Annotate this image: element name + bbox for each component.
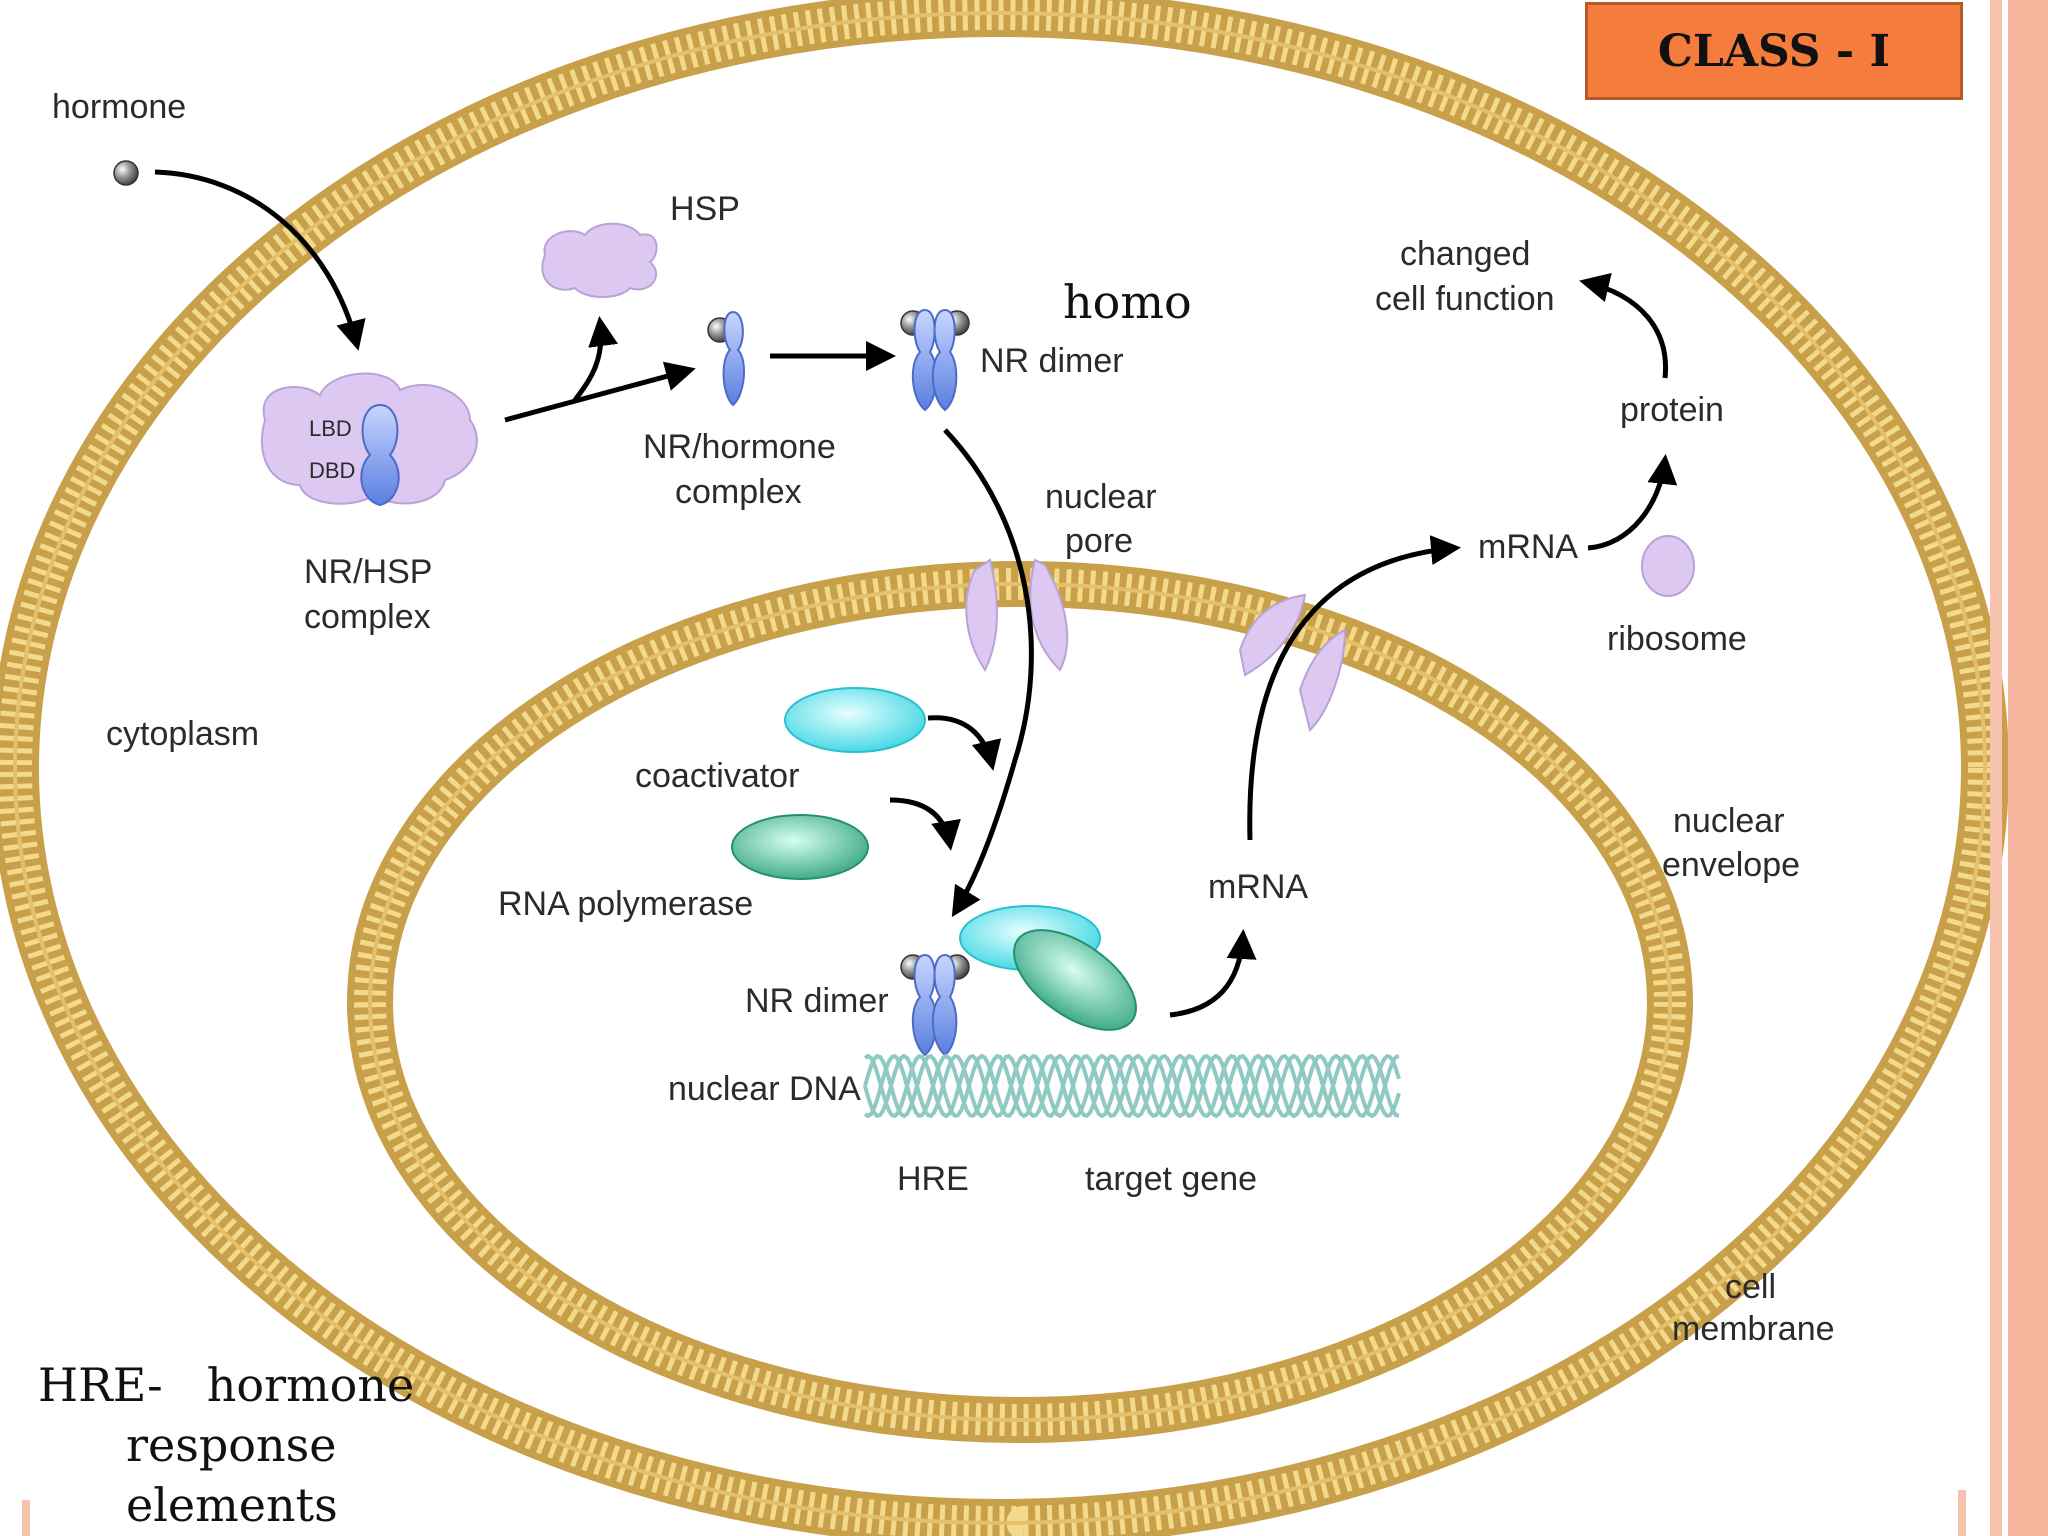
nr-hormone-label-line2: complex (675, 473, 802, 511)
nr-hsp-label-line1: NR/HSP (304, 553, 432, 591)
nuclear-pore-right (1238, 593, 1347, 732)
cytoplasm-label: cytoplasm (106, 715, 259, 753)
slide-border-outer (2008, 0, 2048, 1536)
mrna-top-label: mRNA (1478, 528, 1578, 566)
nr-dimer-top (900, 308, 970, 412)
nuclear-pore-left (965, 558, 1069, 672)
lbd-label: LBD (309, 416, 352, 441)
dbd-label: DBD (309, 458, 355, 483)
hre-label: HRE (897, 1160, 969, 1198)
slide-corner-left (22, 1500, 30, 1536)
hre-note-word3: elements (126, 1478, 338, 1532)
mrna-nucleus-label: mRNA (1208, 868, 1308, 906)
receptor-monomer-icon (722, 310, 745, 407)
arrow-rna-polymerase (889, 797, 961, 851)
nuclear-envelope-label-line1: nuclear (1673, 802, 1785, 840)
nuclear-dna-helix (863, 1053, 1401, 1119)
cell-membrane-label-line2: membrane (1672, 1310, 1835, 1348)
slide-corner-right (1958, 1490, 1966, 1536)
hre-definition-note: HRE-hormone response elements (38, 1355, 458, 1535)
coactivator-label: coactivator (635, 757, 799, 795)
ribosome-label: ribosome (1607, 620, 1747, 658)
coactivator-icon (784, 687, 926, 753)
rna-polymerase-icon (731, 814, 869, 880)
nr-dimer-top-label: NR dimer (980, 342, 1124, 380)
ribosome-icon (1641, 535, 1695, 597)
changed-label-line2: cell function (1375, 280, 1555, 318)
cell-membrane-label-line1: cell (1725, 1268, 1776, 1306)
dna-strand (863, 1053, 1401, 1119)
nuclear-dna-label: nuclear DNA (668, 1070, 861, 1108)
arrow-dimer-into-nucleus (943, 428, 1034, 918)
hormone-label: hormone (52, 88, 186, 126)
hormone-icon (113, 160, 139, 186)
arrow-mrna-export (1247, 535, 1461, 841)
arrow-mrna-to-protein (1587, 454, 1678, 551)
nuclear-envelope (347, 561, 1693, 1443)
slide-border-inner (1990, 0, 2002, 1536)
arrow-branch-to-hsp (572, 316, 618, 402)
arrow-protein-to-function (1579, 272, 1669, 379)
dna-strand (863, 1053, 1401, 1119)
target-gene-label: target gene (1085, 1160, 1257, 1198)
nr-hsp-label-line2: complex (304, 598, 431, 636)
hre-note-word2: response (126, 1418, 337, 1472)
nr-dimer-bottom-label: NR dimer (745, 982, 889, 1020)
rna-polymerase-label: RNA polymerase (498, 885, 753, 923)
nuclear-receptor-icon (360, 403, 400, 507)
changed-label-line1: changed (1400, 235, 1530, 273)
nr-hormone-label-line1: NR/hormone (643, 428, 836, 466)
nr-hsp-complex: LBD DBD (260, 372, 478, 507)
nr-hormone-complex (707, 310, 745, 407)
nuclear-pore-label-line1: nuclear (1045, 478, 1157, 516)
nuclear-envelope-label-line2: envelope (1662, 846, 1800, 884)
class-i-badge: CLASS - I (1585, 2, 1963, 100)
arrow-coactivator (927, 715, 1002, 771)
rna-polymerase-bound-icon (1013, 929, 1137, 1031)
arrow-to-mrna-nucleus (1169, 929, 1257, 1018)
homo-label: homo (1063, 275, 1192, 329)
protein-label: protein (1620, 391, 1724, 429)
nuclear-pore-label-line2: pore (1065, 522, 1133, 560)
arrow-hormone-to-complex (154, 169, 366, 351)
hsp-released-icon (541, 222, 658, 298)
hre-note-word1: hormone (206, 1358, 415, 1412)
hre-note-term: HRE- (38, 1358, 163, 1412)
hsp-label: HSP (670, 190, 740, 228)
arrow-complex-to-nr-hormone (504, 361, 696, 423)
nr-dimer-bottom (900, 953, 970, 1057)
